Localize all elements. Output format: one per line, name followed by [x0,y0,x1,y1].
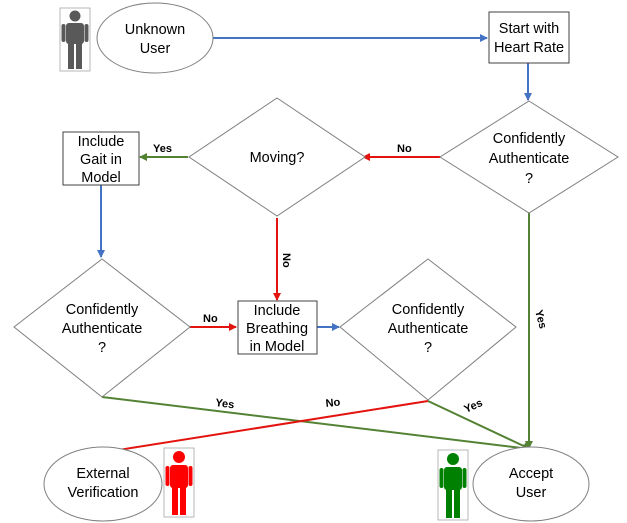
label-moving-no: No [280,253,292,268]
include-gait-line-3: Model [81,170,121,186]
auth-left-line-2: Authenticate [62,321,143,337]
node-accept-user: Accept User [472,446,590,522]
external-verification-line-2: Verification [68,485,139,501]
edge-auth-mid-to-external-no [105,400,429,455]
include-gait-line-1: Include [78,134,125,150]
auth-mid-line-1: Confidently [392,302,465,318]
label-auth-left-yes: Yes [215,397,235,411]
include-breathing-line-3: in Model [250,339,305,355]
auth-mid-line-2: Authenticate [388,321,469,337]
external-verification-line-1: External [76,466,129,482]
node-moving-decision: Moving? [188,97,366,217]
unknown-user-line-2: User [140,41,171,57]
node-include-breathing: Include Breathing in Model [237,300,318,355]
label-auth-mid-yes: Yes [462,397,484,416]
label-auth-top-yes: Yes [532,309,549,330]
unknown-person-icon [59,7,91,72]
include-breathing-line-2: Breathing [246,321,308,337]
accept-user-line-1: Accept [509,466,553,482]
label-moving-yes: Yes [153,143,172,155]
auth-left-line-3: ? [98,340,106,356]
moving-label: Moving? [250,150,305,166]
label-auth-top-no: No [397,143,412,155]
node-include-gait: Include Gait in Model [62,131,140,186]
include-gait-line-2: Gait in [80,152,122,168]
include-breathing-line-1: Include [254,303,301,319]
label-auth-mid-no: No [325,396,341,409]
node-auth-left-decision: Confidently Authenticate ? [13,258,191,398]
label-auth-left-no: No [203,313,218,325]
accepted-person-icon [437,449,469,521]
unknown-user-line-1: Unknown [125,22,185,38]
node-start-heart-rate: Start with Heart Rate [488,11,570,64]
auth-mid-line-3: ? [424,340,432,356]
node-auth-top-decision: Confidently Authenticate ? [439,100,619,214]
start-heart-rate-line-1: Start with [499,21,559,37]
auth-top-line-2: Authenticate [489,151,570,167]
node-unknown-user: Unknown User [96,2,214,74]
accept-user-line-2: User [516,485,547,501]
auth-top-line-1: Confidently [493,131,566,147]
start-heart-rate-line-2: Heart Rate [494,40,564,56]
node-auth-mid-decision: Confidently Authenticate ? [339,258,517,401]
node-external-verification: External Verification [43,446,163,522]
auth-top-line-3: ? [525,171,533,187]
edge-auth-mid-to-accept-yes [427,400,531,450]
edge-auth-left-to-accept-yes [101,396,531,453]
auth-left-line-1: Confidently [66,302,139,318]
rejected-person-icon [163,447,195,518]
